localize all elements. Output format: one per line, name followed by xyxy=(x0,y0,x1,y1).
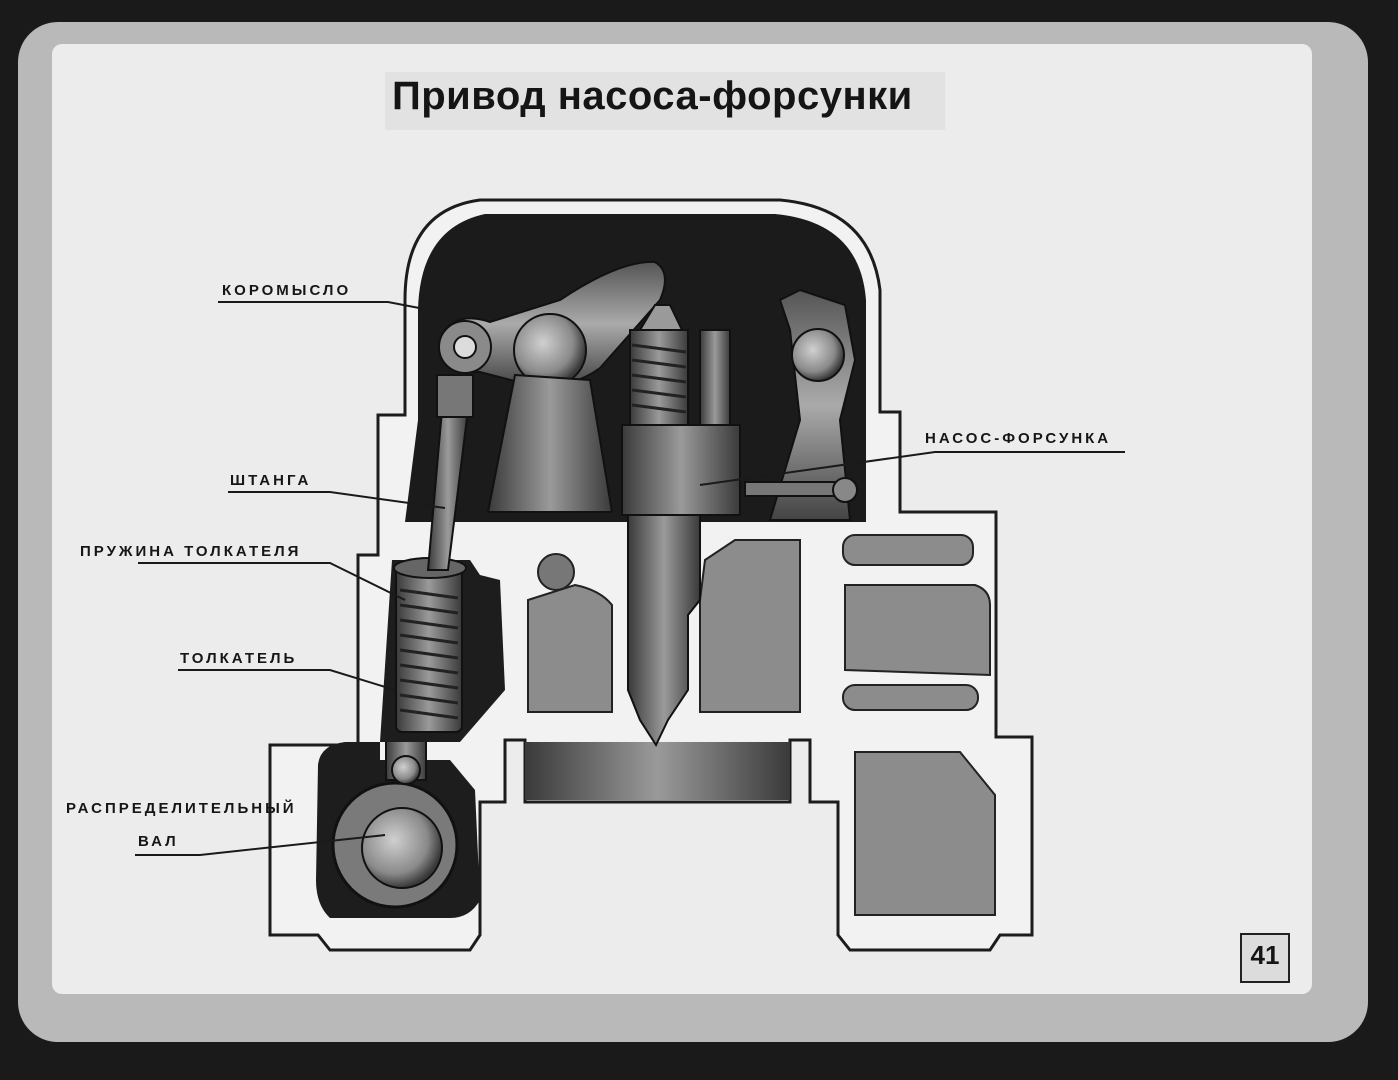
label-lifter-spring: ПРУЖИНА ТОЛКАТЕЛЯ xyxy=(80,543,302,560)
water-jacket-left xyxy=(527,583,613,713)
camshaft-shaft xyxy=(361,807,443,889)
water-jacket-center xyxy=(699,539,801,713)
lifter-roller xyxy=(391,755,421,785)
rocker-bracket xyxy=(486,373,614,513)
label-pushrod: ШТАНГА xyxy=(230,472,312,489)
label-rocker: КОРОМЫСЛО xyxy=(222,282,352,299)
label-camshaft-line2: ВАЛ xyxy=(138,833,179,850)
control-rod xyxy=(744,481,846,497)
page-number: 41 xyxy=(1250,940,1280,970)
rocker-pushrod-pin xyxy=(453,335,477,359)
injector-body xyxy=(621,424,741,516)
leader-lifter-spring xyxy=(138,562,406,601)
label-pump-injector: НАСОС-ФОРСУНКА xyxy=(925,430,1112,447)
pushrod-end xyxy=(436,374,474,418)
oil-gallery xyxy=(537,553,575,591)
label-camshaft-line1: РАСПРЕДЕЛИТЕЛЬНЫЙ xyxy=(66,800,297,817)
leader-camshaft xyxy=(135,834,386,856)
injector-plunger-tip xyxy=(638,304,684,331)
water-jacket-lower-right xyxy=(842,684,979,711)
title-background xyxy=(385,72,945,130)
leader-rocker xyxy=(218,301,441,313)
lifter-spring-coils xyxy=(399,588,459,720)
label-lifter: ТОЛКАТЕЛЬ xyxy=(180,650,298,667)
injector-spring-coils xyxy=(631,343,687,414)
page-title: Привод насоса-форсунки xyxy=(392,74,913,118)
leader-pump-injector xyxy=(699,451,1125,486)
control-rod-joint xyxy=(832,477,858,503)
injector-nozzle xyxy=(627,514,701,748)
page-number-box xyxy=(1240,933,1290,983)
crankcase-cavity xyxy=(854,751,996,916)
injector-fuel-fitting xyxy=(699,329,731,426)
leader-lines xyxy=(135,301,1125,856)
water-jacket-right xyxy=(844,584,991,677)
control-lever-pivot xyxy=(791,328,845,382)
cylinder-bore xyxy=(525,742,790,800)
lifter-spring-body xyxy=(395,561,463,733)
leader-pushrod xyxy=(228,491,446,509)
water-jacket-upper-right xyxy=(842,534,974,566)
leader-lifter xyxy=(178,669,396,691)
